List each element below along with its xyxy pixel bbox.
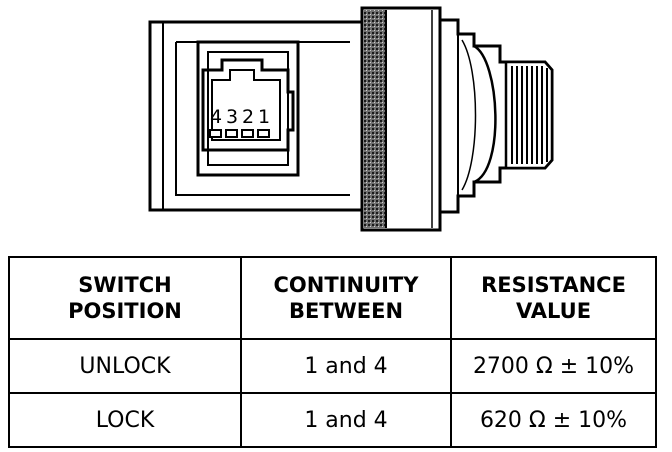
cell-resistance: 620 Ω ± 10%	[450, 392, 657, 448]
cell-continuity: 1 and 4	[240, 338, 452, 394]
header-line: SWITCH	[78, 273, 172, 297]
table-row: LOCK 1 and 4 620 Ω ± 10%	[8, 392, 657, 448]
cell-continuity: 1 and 4	[240, 392, 452, 448]
header-line: RESISTANCE	[481, 273, 626, 297]
table-row: UNLOCK 1 and 4 2700 Ω ± 10%	[8, 338, 657, 394]
header-resistance-value: RESISTANCE VALUE	[450, 256, 657, 340]
connector-socket	[196, 40, 300, 177]
cell-resistance: 2700 Ω ± 10%	[450, 338, 657, 394]
header-switch-position: SWITCH POSITION	[8, 256, 242, 340]
pin-label-2: 2	[242, 106, 254, 128]
switch-collar	[360, 6, 442, 232]
cell-switch-position: LOCK	[8, 392, 242, 448]
pin-contacts	[209, 129, 270, 138]
cell-switch-position: UNLOCK	[8, 338, 242, 394]
pin-label-1: 1	[258, 106, 270, 128]
switch-spec-table: SWITCH POSITION CONTINUITY BETWEEN RESIS…	[8, 256, 657, 448]
header-line: VALUE	[515, 299, 592, 323]
header-continuity-between: CONTINUITY BETWEEN	[240, 256, 452, 340]
switch-knob	[438, 18, 554, 214]
table-header-row: SWITCH POSITION CONTINUITY BETWEEN RESIS…	[8, 256, 657, 340]
pin-label-3: 3	[226, 106, 238, 128]
header-line: POSITION	[68, 299, 182, 323]
switch-connector-diagram: 4 3 2 1	[148, 6, 554, 232]
header-line: BETWEEN	[288, 299, 404, 323]
pin-label-4: 4	[210, 106, 222, 128]
header-line: CONTINUITY	[273, 273, 419, 297]
